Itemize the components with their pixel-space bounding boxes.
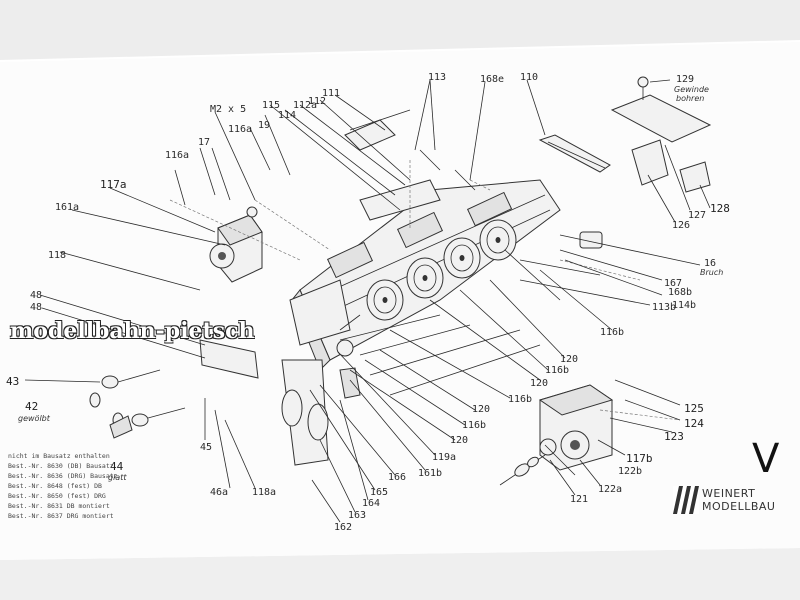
note-line: nicht im Bausatz enthalten bbox=[8, 452, 110, 460]
label-113b: 113b bbox=[652, 302, 676, 313]
label-162: 162 bbox=[334, 522, 352, 533]
driving-wheels bbox=[339, 219, 601, 331]
label-126: 126 bbox=[672, 220, 690, 231]
label-120-3: 120 bbox=[472, 404, 490, 415]
label-123: 123 bbox=[664, 430, 684, 443]
manufacturer-name: WEINERT MODELLBAU bbox=[702, 487, 775, 513]
label-119a: 119a bbox=[432, 452, 456, 463]
label-122b: 122b bbox=[618, 466, 642, 477]
label-114b: 114b bbox=[672, 300, 696, 311]
label-161a: 161a bbox=[55, 202, 79, 213]
label-118: 118 bbox=[48, 250, 66, 261]
label-116b-2: 116b bbox=[545, 365, 569, 376]
label-16: 16 bbox=[704, 258, 716, 269]
label-46a: 46a bbox=[210, 487, 228, 498]
manufacturer-line-1: WEINERT bbox=[702, 487, 756, 500]
label-17: 17 bbox=[198, 137, 210, 148]
label-110: 110 bbox=[520, 72, 538, 83]
note-line: Best.-Nr. 8636 (DRG) Bausatz bbox=[8, 472, 118, 480]
label-129-note-1: Gewinde bbox=[674, 85, 709, 94]
rear-gearbox bbox=[538, 231, 614, 471]
label-44: 44 bbox=[110, 460, 124, 473]
label-163: 163 bbox=[348, 510, 366, 521]
assembly-lines bbox=[169, 160, 681, 421]
label-117b: 117b bbox=[626, 452, 653, 465]
label-45: 45 bbox=[200, 442, 212, 453]
label-116b-4: 116b bbox=[462, 420, 486, 431]
label-122a: 122a bbox=[598, 484, 622, 495]
label-168b: 168b bbox=[668, 287, 692, 298]
label-129-note-2: bohren bbox=[676, 94, 704, 103]
label-166: 166 bbox=[388, 472, 406, 483]
label-164: 164 bbox=[362, 498, 380, 509]
brake-rods bbox=[339, 109, 541, 396]
label-165: 165 bbox=[370, 487, 388, 498]
label-48-bottom: 48 bbox=[30, 302, 42, 313]
label-118a-bottom: 118a bbox=[252, 487, 276, 498]
part-labels: 43 42 gewölbt 44 glatt 45 46a 118a 48 48… bbox=[6, 72, 730, 533]
label-127: 127 bbox=[688, 210, 706, 221]
label-167: 167 bbox=[664, 278, 682, 289]
note-line: Best.-Nr. 8650 (fest) DRG bbox=[8, 492, 106, 500]
label-116b-1: 116b bbox=[600, 327, 624, 338]
watermark: modellbahn-pietsch bbox=[10, 318, 255, 344]
note-line: Best.-Nr. 8648 (fest) DB bbox=[8, 482, 102, 490]
sheet-number: V bbox=[752, 436, 780, 482]
label-113: 113 bbox=[428, 72, 446, 83]
label-117a: 117a bbox=[100, 178, 127, 191]
order-notes: nicht im Bausatz enthalten Best.-Nr. 863… bbox=[8, 452, 118, 520]
pony-truck bbox=[281, 339, 361, 466]
label-44-note: glatt bbox=[108, 473, 127, 482]
weinert-logo-icon bbox=[673, 486, 699, 514]
front-gearbox bbox=[209, 206, 263, 283]
label-19: 19 bbox=[258, 120, 270, 131]
label-42: 42 bbox=[25, 400, 38, 413]
label-125: 125 bbox=[684, 402, 704, 415]
label-116a-left: 116a bbox=[165, 150, 189, 161]
buffer-parts bbox=[89, 339, 259, 439]
leader-lines bbox=[24, 79, 711, 523]
label-124: 124 bbox=[684, 417, 704, 430]
label-16-note: Bruch bbox=[700, 268, 723, 277]
label-120-2: 120 bbox=[530, 378, 548, 389]
label-116a-right: 116a bbox=[228, 124, 252, 135]
label-48-top: 48 bbox=[30, 290, 42, 301]
side-rod bbox=[538, 134, 611, 173]
label-112a: 112a bbox=[293, 100, 317, 111]
desk-top-margin bbox=[0, 0, 800, 60]
label-m2x5: M2 x 5 bbox=[210, 104, 246, 115]
label-161b: 161b bbox=[418, 468, 442, 479]
cover-plate bbox=[610, 76, 712, 193]
note-line: Best.-Nr. 8637 DRG montiert bbox=[8, 512, 114, 520]
note-line: Best.-Nr. 8630 (DB) Bausatz bbox=[8, 462, 114, 470]
motor-shaft bbox=[499, 454, 546, 486]
label-120-1: 120 bbox=[560, 354, 578, 365]
desk-bottom-margin bbox=[0, 548, 800, 600]
label-116b-3: 116b bbox=[508, 394, 532, 405]
label-111: 111 bbox=[322, 88, 340, 99]
label-112: 112 bbox=[308, 96, 326, 107]
label-115: 115 bbox=[262, 100, 280, 111]
label-120-4: 120 bbox=[450, 435, 468, 446]
manufacturer-line-2: MODELLBAU bbox=[702, 500, 776, 513]
label-168e: 168e bbox=[480, 74, 504, 85]
label-42-note: gewölbt bbox=[18, 414, 51, 423]
label-128: 128 bbox=[710, 202, 730, 215]
label-129: 129 bbox=[676, 74, 694, 85]
label-43: 43 bbox=[6, 375, 19, 388]
note-line: Best.-Nr. 8631 DB montiert bbox=[8, 502, 110, 510]
label-114: 114 bbox=[278, 110, 296, 121]
label-121: 121 bbox=[570, 494, 588, 505]
